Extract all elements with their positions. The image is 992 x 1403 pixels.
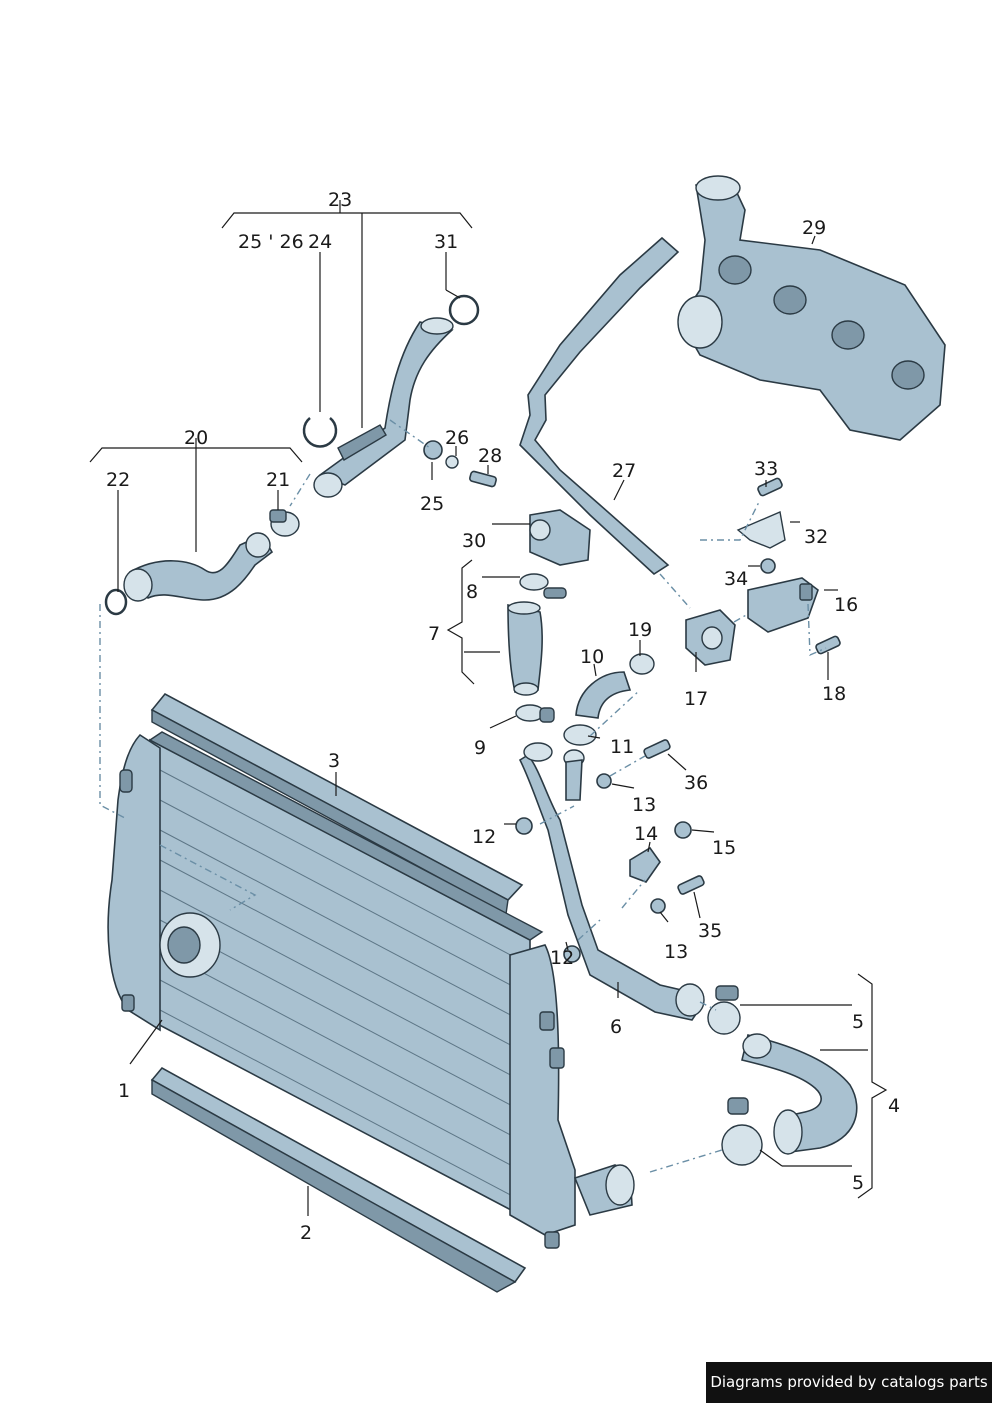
callout-34: 34 [724,568,748,590]
watermark-banner: Diagrams provided by catalogs parts [706,1362,992,1403]
callout-8: 8 [466,581,478,603]
part-20-inlet-hose [123,532,274,602]
callout-17: 17 [684,688,708,710]
callout-22: 22 [106,469,130,491]
part-32-bracket [736,511,786,549]
callout-35: 35 [698,920,722,942]
part-25-nut [423,440,443,460]
callout-29: 29 [802,217,826,239]
part-35-screw [677,875,705,895]
callout-18: 18 [822,683,846,705]
callout-15: 15 [712,837,736,859]
part-7-short-hose [507,601,543,696]
callout-9: 9 [474,737,486,759]
part-28-screw [469,470,497,488]
callout-1: 1 [118,1080,130,1102]
callout-7: 7 [428,623,440,645]
part-18-screw [815,635,841,655]
part-9-clamp [515,704,555,723]
callout-19: 19 [628,619,652,641]
part-33-screw [757,477,783,497]
part-13-nut-lower [650,898,666,914]
callout-30: 30 [462,530,486,552]
leader-lines [89,200,888,1216]
callout-23: 23 [328,189,352,211]
part-24-circlip [302,417,338,448]
callout-25: 25 [420,493,444,515]
part-34-nut [760,558,776,574]
part-23-intake-pipe [313,317,454,498]
callout-33: 33 [754,458,778,480]
part-4-lower-hose [741,1033,858,1155]
part-29-turbo-manifold [677,175,946,441]
callout-5-upper: 5 [852,1011,864,1033]
callout-10: 10 [580,646,604,668]
callout-32: 32 [804,526,828,548]
part-19-clamp [629,653,655,675]
callout-14: 14 [634,823,658,845]
part-15-screw [674,821,692,839]
part-17-flange [685,609,736,666]
callout-26: 26 [445,427,469,449]
part-2-lower-strip [150,1066,527,1293]
assembly-dashed-lines [99,419,827,1173]
part-21-clamp [269,509,300,537]
part-8-clamp [519,573,567,599]
part-13-nut-upper [596,773,612,789]
callout-24: 24 [308,231,332,253]
part-16-sensor [747,577,819,633]
intercooler-fins [159,769,521,1201]
part-36-screw [643,739,671,759]
part-1-intercooler [107,731,635,1249]
callout-6: 6 [610,1016,622,1038]
part-5-clamp-lower [721,1097,763,1166]
callout-28: 28 [478,445,502,467]
callout-31: 31 [434,231,458,253]
callout-13-lower: 13 [664,941,688,963]
part-11-clamp [563,724,597,746]
callout-5-lower: 5 [852,1172,864,1194]
callout-27: 27 [612,460,636,482]
part-31-o-ring [448,294,480,326]
part-30-actuator [529,509,591,566]
part-22-o-ring [104,588,128,616]
callout-11: 11 [610,736,634,758]
part-27-pipe [519,236,680,576]
callout-4: 4 [888,1095,900,1117]
part-26-washer [445,455,459,469]
callout-12-upper: 12 [472,826,496,848]
part-3-upper-strip [150,692,524,916]
callout-labels: 23 25 ' 26 24 31 29 20 26 28 27 33 22 21… [106,189,900,1244]
part-10-elbow-hose [575,671,632,719]
callout-36: 36 [684,772,708,794]
callout-25-26: 25 ' 26 [238,231,304,253]
part-12-nut-upper [515,817,533,835]
part-5-clamp-upper [707,985,741,1035]
callout-16: 16 [834,594,858,616]
callout-21: 21 [266,469,290,491]
callout-3: 3 [328,750,340,772]
callout-13-upper: 13 [632,794,656,816]
callout-2: 2 [300,1222,312,1244]
callout-20: 20 [184,427,208,449]
part-14-clip [629,846,661,883]
callout-12-lower: 12 [550,947,574,969]
part-6-charge-pipe [518,742,705,1021]
